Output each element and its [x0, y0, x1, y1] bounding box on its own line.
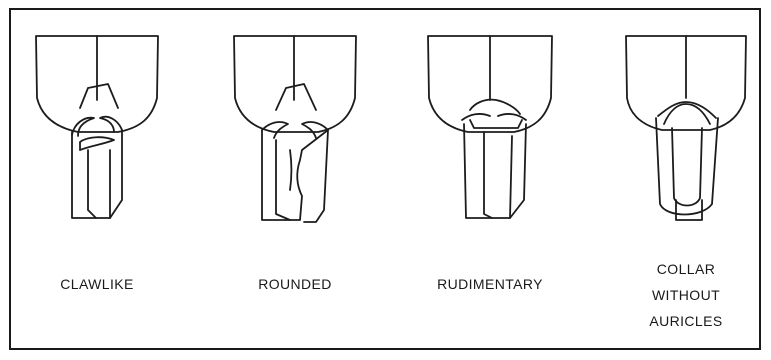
- label-line: ROUNDED: [205, 277, 385, 303]
- label-line: CLAWLIKE: [7, 277, 187, 303]
- clawlike-claw-tip: [80, 137, 114, 150]
- clawlike-left-auricle: [72, 118, 94, 136]
- label-line: AURICLES: [596, 314, 771, 340]
- rounded-stem-inner: [276, 140, 290, 220]
- clawlike-sheath-right: [110, 132, 122, 218]
- label-line: WITHOUT: [596, 288, 771, 314]
- label-line: RUDIMENTARY: [400, 277, 580, 303]
- panel-label-clawlike: CLAWLIKE: [7, 277, 187, 303]
- label-line: COLLAR: [596, 262, 771, 288]
- rudimentary-right-auricle: [498, 114, 526, 120]
- rounded-drawing: [234, 36, 356, 222]
- rudimentary-drawing: [428, 36, 552, 218]
- collar-inner-sheath: [672, 128, 702, 206]
- rudimentary-stem-inner: [484, 132, 492, 218]
- rudimentary-ligule: [470, 100, 520, 114]
- collar-stem-base: [676, 200, 702, 220]
- panel-label-collar: COLLAR WITHOUT AURICLES: [596, 262, 771, 340]
- rudimentary-left-auricle: [462, 114, 490, 120]
- clawlike-drawing: [36, 36, 158, 218]
- panel-label-rounded: ROUNDED: [205, 277, 385, 303]
- clawlike-stem-inner: [88, 150, 96, 218]
- collar-outer-sheath: [656, 118, 718, 215]
- rounded-leaf-sheath: [234, 36, 356, 132]
- rounded-stem: [262, 130, 328, 222]
- clawlike-stem: [72, 132, 110, 218]
- panel-label-rudimentary: RUDIMENTARY: [400, 277, 580, 303]
- clawlike-ligule: [80, 84, 118, 108]
- rudimentary-collar: [470, 120, 522, 128]
- clawlike-right-auricle: [100, 117, 122, 132]
- collar-drawing: [626, 36, 746, 220]
- rudimentary-stem: [464, 124, 512, 218]
- rounded-collar-notch: [290, 150, 292, 190]
- rounded-ligule: [276, 84, 316, 110]
